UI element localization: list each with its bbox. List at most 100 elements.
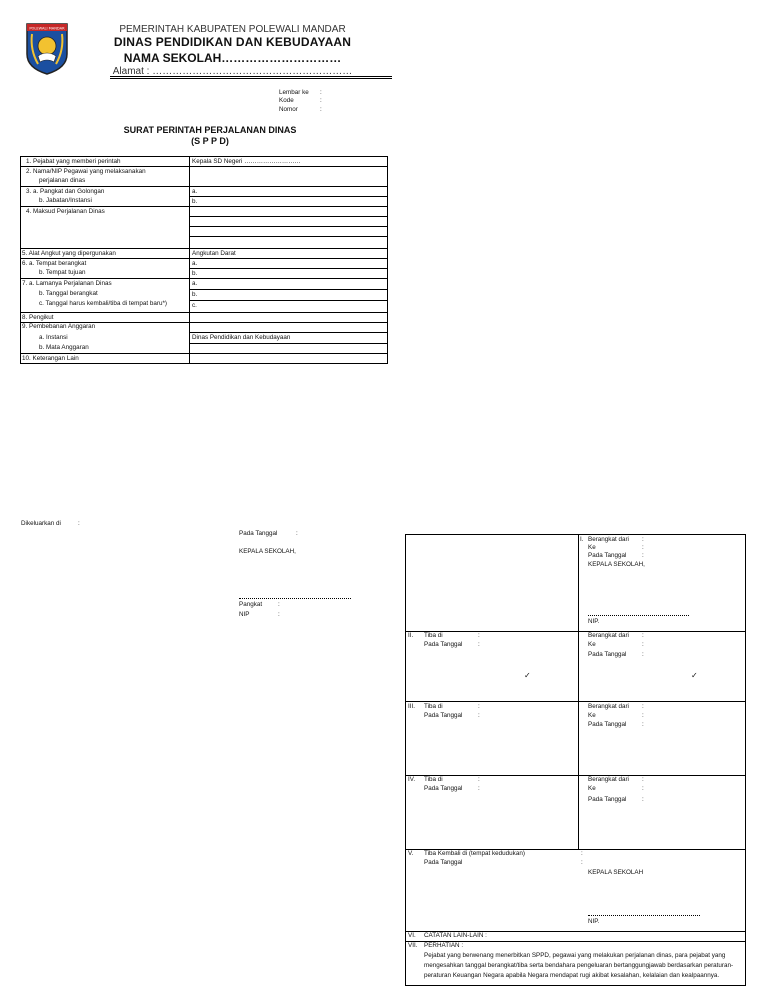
colon: : bbox=[642, 776, 644, 783]
attention-text-3: peraturan Keuangan Negara apabila Negara… bbox=[424, 972, 720, 979]
row-line bbox=[21, 312, 387, 313]
section-1-number: I. bbox=[580, 536, 584, 543]
colon: : bbox=[478, 785, 480, 792]
s1-role: KEPALA SEKOLAH, bbox=[588, 561, 645, 568]
colon: : bbox=[642, 641, 644, 648]
meta-sheet-label: Lembar ke bbox=[279, 89, 309, 96]
row-6-value-b: b. bbox=[192, 270, 198, 277]
s3-depart-date: Pada Tanggal bbox=[588, 721, 627, 728]
row-line bbox=[21, 186, 387, 187]
meta-code-colon: : bbox=[320, 97, 322, 104]
cell-line bbox=[189, 300, 387, 301]
colon: : bbox=[581, 850, 583, 857]
row-3-label-a: 3. a. Pangkat dan Golongan bbox=[26, 188, 105, 195]
s2-date: Pada Tanggal bbox=[424, 641, 463, 648]
form-column-divider bbox=[578, 535, 579, 849]
colon: : bbox=[478, 632, 480, 639]
meta-sheet-colon: : bbox=[320, 89, 322, 96]
s2-arrive-at: Tiba di bbox=[424, 632, 443, 639]
row-6-value-a: a. bbox=[192, 260, 198, 267]
colon: : bbox=[642, 632, 644, 639]
s1-to: Ke bbox=[588, 544, 596, 551]
header-government: PEMERINTAH KABUPATEN POLEWALI MANDAR bbox=[119, 24, 346, 35]
s1-date: Pada Tanggal bbox=[588, 552, 627, 559]
row-line bbox=[21, 278, 387, 279]
colon: : bbox=[478, 703, 480, 710]
cell-line bbox=[189, 226, 387, 227]
header-address: Alamat : …………………………………………………… bbox=[112, 66, 353, 77]
s4-date: Pada Tanggal bbox=[424, 785, 463, 792]
row-line bbox=[21, 206, 387, 207]
s4-depart-date: Pada Tanggal bbox=[588, 796, 627, 803]
section-line bbox=[406, 931, 745, 932]
s5-nip: NIP. bbox=[588, 918, 600, 925]
header-department: DINAS PENDIDIKAN DAN KEBUDAYAAN bbox=[113, 35, 352, 49]
row-2-label-cont: perjalanan dinas bbox=[39, 177, 86, 184]
colon: : bbox=[478, 712, 480, 719]
nip-label: NIP bbox=[239, 611, 250, 618]
row-3-value-b: b. bbox=[192, 198, 198, 205]
s1-depart-from: Berangkat dari bbox=[588, 536, 629, 543]
s5-date: Pada Tanggal bbox=[424, 859, 463, 866]
s3-arrive-at: Tiba di bbox=[424, 703, 443, 710]
s2-depart-from: Berangkat dari bbox=[588, 632, 629, 639]
section-line bbox=[406, 631, 745, 632]
colon: : bbox=[642, 785, 644, 792]
row-1-value: Kepala SD Negeri ……………………… bbox=[192, 158, 301, 165]
colon: : bbox=[478, 776, 480, 783]
row-5-label: 5. Alat Angkut yang dipergunakan bbox=[22, 250, 116, 257]
meta-number-label: Nomor bbox=[279, 106, 298, 113]
attention-text-2: mengesahkan tanggal berangkat/tiba serta… bbox=[424, 962, 734, 969]
row-9-value-a: Dinas Pendidikan dan Kebudayaan bbox=[192, 334, 291, 341]
sppd-table: 1. Pejabat yang memberi perintah Kepala … bbox=[20, 156, 388, 364]
nip-colon: : bbox=[278, 611, 280, 618]
rank-label: Pangkat bbox=[239, 601, 263, 608]
rank-colon: : bbox=[278, 601, 280, 608]
s1-nip: NIP. bbox=[588, 618, 600, 625]
colon: : bbox=[642, 796, 644, 803]
row-7-label-b: b. Tanggal berangkat bbox=[39, 290, 98, 297]
colon: : bbox=[642, 651, 644, 658]
section-6-number: VI. bbox=[408, 932, 416, 939]
s3-to: Ke bbox=[588, 712, 596, 719]
row-4-label: 4. Maksud Perjalanan Dinas bbox=[26, 208, 105, 215]
row-7-value-c: c. bbox=[192, 302, 197, 309]
row-line bbox=[21, 166, 387, 167]
header-rule-thick bbox=[110, 76, 392, 77]
regency-logo: POLEWALI MANDAR bbox=[26, 23, 68, 75]
signatory-role: KEPALA SEKOLAH, bbox=[239, 548, 296, 555]
s1-signature-line bbox=[588, 615, 689, 616]
issued-date-colon: : bbox=[296, 530, 298, 537]
cell-line bbox=[189, 268, 387, 269]
s5-role: KEPALA SEKOLAH bbox=[588, 869, 644, 876]
row-1-label: 1. Pejabat yang memberi perintah bbox=[26, 158, 121, 165]
colon: : bbox=[642, 552, 644, 559]
s4-depart-from: Berangkat dari bbox=[588, 776, 629, 783]
colon: : bbox=[642, 721, 644, 728]
colon: : bbox=[642, 536, 644, 543]
row-9-label-b: b. Mata Anggaran bbox=[39, 344, 89, 351]
section-2-number: II. bbox=[408, 632, 414, 639]
meta-code-label: Kode bbox=[279, 97, 294, 104]
check-mark-icon: ✓ bbox=[691, 671, 698, 680]
colon: : bbox=[581, 859, 583, 866]
s2-depart-date: Pada Tanggal bbox=[588, 651, 627, 658]
s4-arrive-at: Tiba di bbox=[424, 776, 443, 783]
header-school-name: NAMA SEKOLAH………………………… bbox=[123, 51, 342, 65]
document-title: SURAT PERINTAH PERJALANAN DINAS bbox=[123, 125, 297, 135]
row-8-label: 8. Pengikut bbox=[22, 314, 54, 321]
s5-return-to: Tiba Kembali di (tempat kedudukan) bbox=[424, 850, 525, 857]
row-5-value: Angkutan Darat bbox=[192, 250, 236, 257]
row-7-value-b: b. bbox=[192, 291, 198, 298]
row-3-label-b: b. Jabatan/Instansi bbox=[39, 197, 92, 204]
row-2-label: 2. Nama/NIP Pegawai yang melaksanakan bbox=[26, 168, 146, 175]
row-6-label-b: b. Tempat tujuan bbox=[39, 269, 86, 276]
meta-number-colon: : bbox=[320, 106, 322, 113]
check-mark-icon: ✓ bbox=[524, 671, 531, 680]
other-notes-label: CATATAN LAIN-LAIN : bbox=[424, 932, 487, 939]
row-7-label-a: 7. a. Lamanya Perjalanan Dinas bbox=[22, 280, 112, 287]
row-9-label-a: a. Instansi bbox=[39, 334, 68, 341]
signature-line bbox=[239, 598, 351, 599]
row-3-value-a: a. bbox=[192, 188, 198, 195]
row-line bbox=[21, 258, 387, 259]
